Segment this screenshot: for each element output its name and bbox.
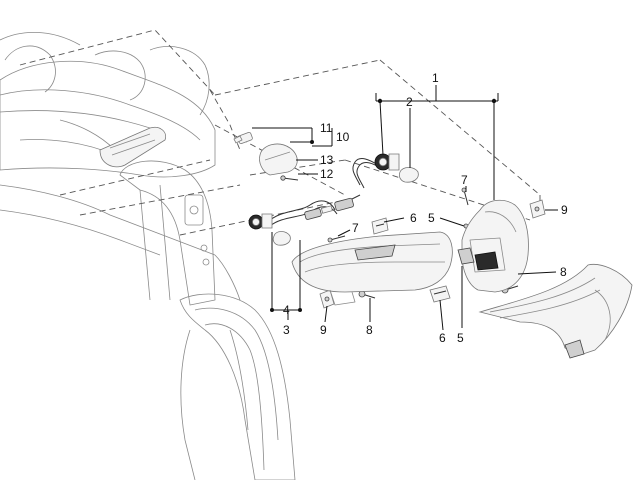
callout-8-right: 8 [560, 265, 567, 279]
leader-lines [252, 85, 558, 331]
callout-5-lower: 5 [457, 331, 464, 345]
clip-nut-6-lower [429, 285, 451, 303]
screw-7-upper [461, 187, 469, 206]
headlight-lens [99, 126, 167, 168]
callout-5-upper: 5 [428, 211, 435, 225]
callout-7-lower: 7 [352, 221, 359, 235]
callout-7-upper: 7 [461, 173, 468, 187]
bolt-8-lower [358, 290, 376, 299]
scooter-frame-outline [0, 31, 216, 178]
screw-12 [280, 175, 299, 181]
connector-plug [304, 197, 354, 220]
callout-12: 12 [320, 167, 334, 181]
callout-8-lower: 8 [366, 323, 373, 337]
rear-fairing-panel [478, 263, 633, 359]
screw-7-lower [327, 235, 346, 243]
clip-nut-6-upper [371, 217, 389, 235]
callout-6-upper: 6 [410, 211, 417, 225]
clip-9-right [529, 199, 546, 219]
bulb-11 [233, 132, 253, 144]
leg-shield [0, 184, 241, 301]
callout-9-right: 9 [561, 203, 568, 217]
callout-10: 10 [336, 130, 350, 144]
clip-9-left [319, 289, 335, 309]
lamp-socket-3 [248, 213, 273, 230]
bulb-4 [272, 231, 291, 246]
lamp-holder-13 [259, 143, 298, 176]
callout-numbers: 1 2 3 4 5 5 6 6 7 7 8 8 9 9 10 11 12 13 [283, 71, 568, 345]
assembly-dashed-outline [19, 29, 541, 236]
lamp-socket-2 [374, 153, 400, 171]
callout-3: 3 [283, 323, 290, 337]
callout-4: 4 [283, 303, 290, 317]
indicator-housing-right [457, 199, 529, 293]
callout-11: 11 [320, 121, 333, 135]
callout-1: 1 [432, 71, 439, 85]
front-mudguard [179, 293, 296, 480]
bulb-2 [398, 167, 419, 183]
indicator-housing-left [291, 231, 453, 306]
steering-column [119, 160, 216, 306]
callout-2: 2 [406, 95, 413, 109]
callout-13: 13 [320, 153, 334, 167]
callout-9-left: 9 [320, 323, 327, 337]
callout-6-lower: 6 [439, 331, 446, 345]
